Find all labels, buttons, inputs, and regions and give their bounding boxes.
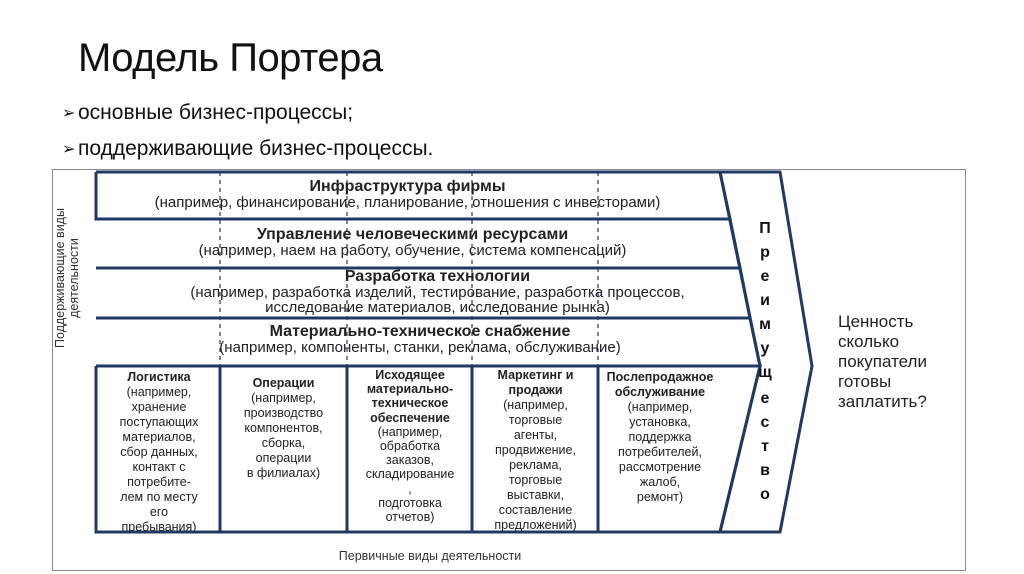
bullet-item-support: ➢поддерживающие бизнес-процессы. (62, 137, 433, 161)
primary-line: его (149, 505, 169, 519)
support-activity-title: Инфраструктура фирмы (309, 178, 506, 195)
primary-line: операции (255, 451, 312, 465)
primary-activity-title: Исходящее материально-техническое обеспе… (366, 368, 454, 425)
primary-line: лем по месту (120, 490, 198, 504)
primary-line: ремонт) (636, 490, 684, 504)
primary-line: сборка, (261, 436, 306, 450)
bullet-item-primary: ➢основные бизнес-процессы; (62, 101, 353, 125)
support-activity-desc: (например, компоненты, станки, реклама, … (219, 339, 621, 356)
primary-line: торговые (508, 413, 563, 427)
primary-bottom-label: Первичные виды деятельности (338, 549, 522, 563)
primary-activity-title: Логистика (127, 370, 191, 384)
margin-letter: в (760, 462, 770, 479)
primary-line: торговые (508, 473, 563, 487)
margin-letter: щ (758, 364, 772, 381)
primary-line: потребителей, (618, 445, 702, 459)
primary-line: продвижение, (495, 443, 576, 457)
primary-line: подготовка (378, 495, 442, 510)
value-chain-frame (52, 169, 966, 571)
value-line: сколько (838, 332, 900, 351)
margin-letter: е (760, 268, 770, 285)
primary-line: составление (498, 503, 573, 517)
support-side-label: Поддерживающие виды деятельности (53, 208, 81, 348)
primary-line: хранение (131, 400, 187, 414)
primary-line: заказов, (386, 453, 434, 468)
primary-line: обработка (379, 439, 441, 454)
support-activity-desc: (например, финансирование, планирование,… (154, 194, 661, 211)
primary-line: поддержка (628, 430, 692, 444)
primary-activity-operations: Операции (например, производство компоне… (222, 376, 345, 481)
margin-letter: т (761, 438, 769, 455)
primary-line: , (408, 481, 412, 496)
primary-line: выставки, (507, 488, 564, 502)
value-line: заплатить? (838, 392, 927, 411)
margin-letter: и (760, 292, 770, 309)
primary-line: в филиалах) (246, 466, 321, 480)
primary-line: установка, (629, 415, 691, 429)
primary-line: предложений) (494, 518, 577, 532)
bullet-text: поддерживающие бизнес-процессы. (78, 137, 434, 160)
bullet-text: основные бизнес-процессы; (78, 101, 354, 124)
support-activity-desc: (например, наем на работу, обучение, сис… (198, 242, 627, 259)
primary-line: поступающих (119, 415, 199, 429)
primary-line: отчетов) (385, 510, 435, 525)
value-line: Ценность (838, 312, 914, 331)
primary-line: (например, (126, 385, 192, 399)
support-activity-infrastructure: Инфраструктура фирмы (например, финансир… (100, 178, 715, 211)
value-question: Ценность сколько покупатели готовы запла… (838, 312, 927, 412)
primary-line: складирование (365, 467, 455, 482)
primary-line: материалов, (122, 430, 196, 444)
primary-line: (например, (503, 398, 568, 412)
margin-letter: с (760, 414, 770, 431)
primary-line: жалоб, (639, 475, 681, 489)
primary-box-border (94, 364, 762, 534)
arrow-bullet-icon: ➢ (62, 141, 76, 158)
margin-letter: м (759, 316, 771, 333)
margin-arrow-border (720, 170, 814, 534)
value-line: покупатели (838, 352, 927, 371)
support-activity-procurement: Материально-техническое снабжение (напри… (100, 323, 740, 356)
margin-letter: П (759, 220, 771, 237)
primary-line: контакт с (132, 460, 186, 474)
primary-activity-logistics: Логистика (например, хранение поступающи… (100, 370, 218, 535)
primary-line: агенты, (513, 428, 558, 442)
primary-activity-marketing-sales: Маркетинг и продажи (например, торговые … (475, 368, 596, 533)
primary-activity-title: Операции (252, 376, 315, 390)
primary-line: (например, (251, 391, 316, 405)
value-line: готовы (838, 372, 892, 391)
support-activity-title: Управление человеческими ресурсами (256, 226, 569, 243)
primary-activity-title: Послепродажное обслуживание (606, 370, 714, 399)
primary-line: потребите- (127, 475, 191, 489)
slide-title: Модель Портера (78, 36, 383, 80)
primary-activity-service: Послепродажное обслуживание (например, у… (602, 370, 718, 505)
margin-letter: у (760, 340, 770, 357)
primary-line: производство (243, 406, 324, 420)
primary-line: сбор данных, (120, 445, 198, 459)
support-activity-desc: (например, разработка изделий, тестирова… (190, 284, 685, 316)
primary-activity-title: Маркетинг и продажи (497, 368, 574, 397)
primary-line: компонентов, (244, 421, 323, 435)
margin-letter: е (760, 390, 770, 407)
primary-line: реклама, (509, 458, 562, 472)
support-activity-technology: Разработка технологии (например, разрабо… (150, 268, 725, 315)
primary-line: (например, (377, 424, 443, 439)
support-activity-title: Материально-техническое снабжение (269, 323, 571, 340)
arrow-bullet-icon: ➢ (62, 105, 76, 122)
margin-letter: р (760, 244, 770, 261)
primary-activity-outbound-logistics: Исходящее материально-техническое обеспе… (350, 368, 470, 524)
support-activity-hr: Управление человеческими ресурсами (напр… (100, 226, 725, 259)
support-activity-title: Разработка технологии (344, 268, 531, 285)
primary-line: пребывания) (121, 520, 197, 534)
primary-line: (например, (627, 400, 693, 414)
margin-letter: о (760, 486, 770, 503)
primary-line: рассмотрение (618, 460, 702, 474)
